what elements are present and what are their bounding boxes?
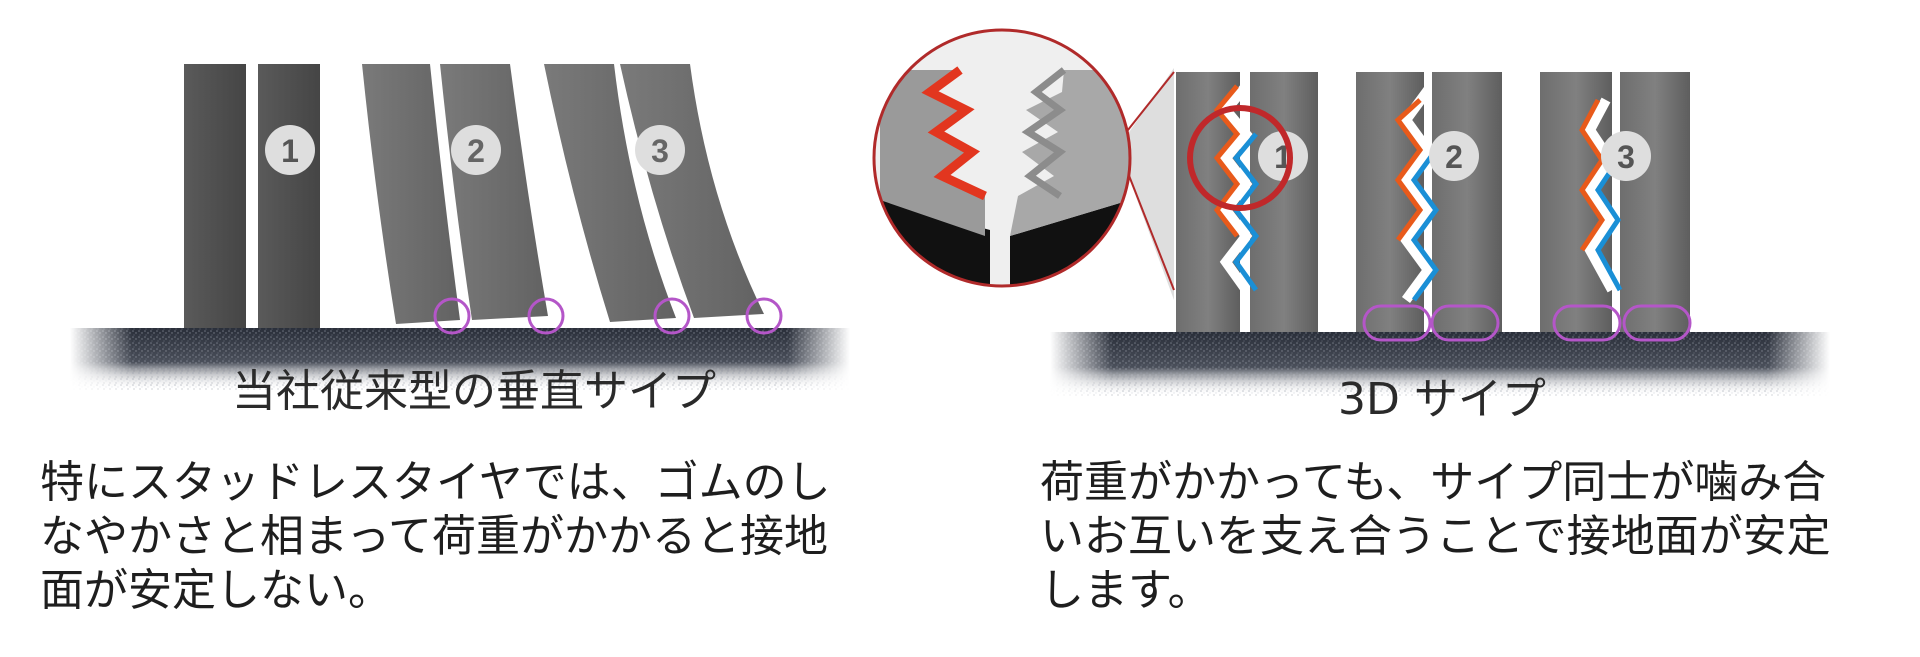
- right-badge-2: [1429, 131, 1479, 181]
- left-tread-block-1: [184, 64, 320, 328]
- left-badge-2: [451, 125, 501, 175]
- right-caption: 3D サイプ: [1338, 374, 1546, 425]
- right-badge-1: [1258, 131, 1308, 181]
- left-label-1: 1: [281, 133, 299, 169]
- left-description: 特にスタッドレスタイヤでは、ゴムのし なやかさと相まって荷重がかかると接地 面が…: [40, 456, 831, 618]
- left-description-line-1: 特にスタッドレスタイヤでは、ゴムのし: [40, 457, 831, 508]
- right-label-3: 3: [1617, 139, 1635, 175]
- right-road-surface: [1050, 332, 1830, 396]
- right-tread-block-3: [1540, 72, 1690, 332]
- left-road-surface: [70, 328, 850, 390]
- left-number-badges: 1 2 3: [265, 125, 685, 175]
- zoom-connector: [1118, 68, 1175, 300]
- right-description-line-3: します。: [1040, 565, 1212, 616]
- right-description-line-2: いお互いを支え合うことで接地面が安定: [1040, 511, 1831, 562]
- left-description-line-3: 面が安定しない。: [40, 565, 392, 616]
- right-description: 荷重がかかっても、サイプ同士が噛み合 いお互いを支え合うことで接地面が安定 しま…: [1040, 456, 1831, 618]
- left-contact-rings: [433, 297, 783, 335]
- right-contact-rings: [1362, 304, 1692, 342]
- right-tread-block-2: [1356, 72, 1502, 332]
- left-badge-3: [635, 125, 685, 175]
- left-badge-1: [265, 125, 315, 175]
- left-tread-block-2: [362, 64, 548, 324]
- right-description-line-1: 荷重がかかっても、サイプ同士が噛み合: [1040, 457, 1827, 508]
- left-tread-block-3: [544, 64, 764, 322]
- right-label-2: 2: [1445, 139, 1463, 175]
- left-label-3: 3: [651, 133, 669, 169]
- right-badge-3: [1601, 131, 1651, 181]
- right-zoom-ring: [1187, 105, 1293, 211]
- magnifier-zoom-icon: [872, 28, 1132, 288]
- left-description-line-2: なやかさと相まって荷重がかかると接地: [40, 511, 829, 562]
- left-label-2: 2: [467, 133, 485, 169]
- left-caption: 当社従来型の垂直サイプ: [232, 366, 716, 417]
